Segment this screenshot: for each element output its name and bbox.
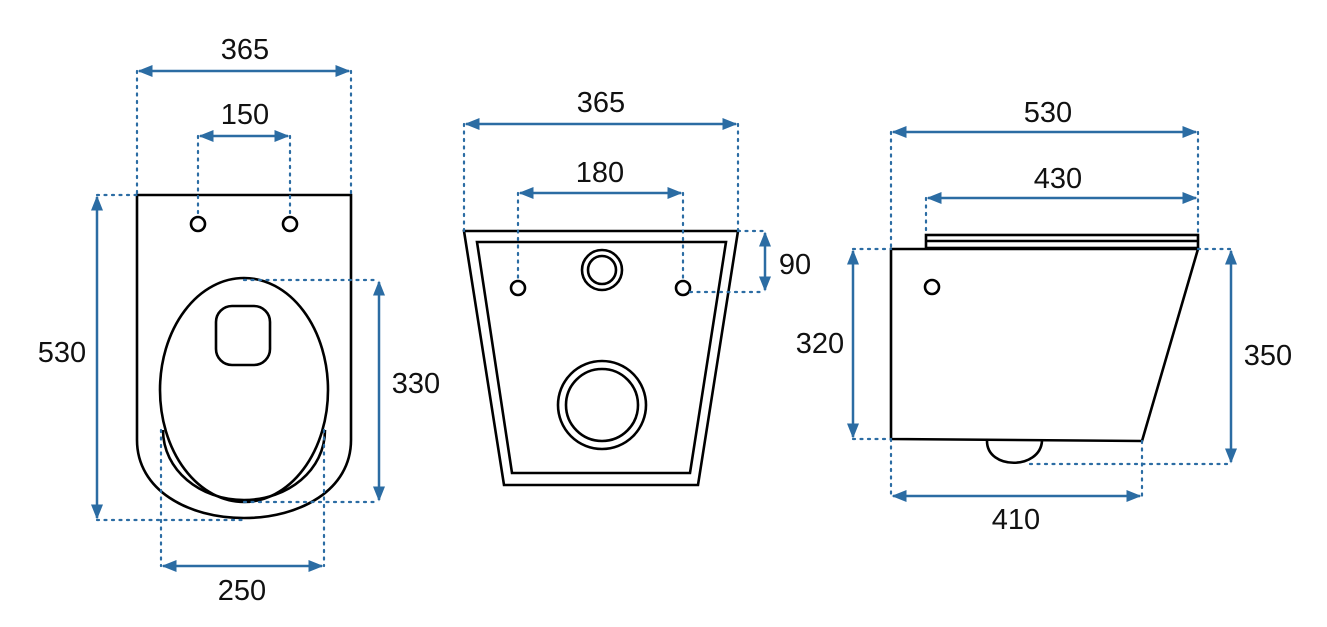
side-view: 530 430 320 350 410 [796,97,1292,536]
seat-outline [158,276,330,504]
dimension-label: 350 [1244,340,1292,372]
dimension-label: 530 [1024,97,1072,129]
dimension-label: 365 [221,34,269,66]
dimension-label: 330 [392,368,440,400]
mounting-hole [509,279,527,297]
mounting-hole [674,279,692,297]
drain-outlet [556,359,648,451]
back-inner-outline [475,240,728,475]
dimension-label: 250 [218,575,266,607]
side-body-outline [889,247,1200,443]
back-outer-outline [462,229,740,487]
flush-opening [214,304,272,367]
dimension-label: 320 [796,328,844,360]
bowl-outline [135,193,353,520]
mounting-hole [923,278,941,296]
dimension-label: 180 [576,157,624,189]
mounting-hole [281,215,299,233]
dimension-label: 365 [577,87,625,119]
water-inlet [580,248,624,292]
dimension-label: 90 [779,249,811,281]
top-view: 365 150 530 330 250 [38,34,440,607]
dimension-label: 530 [38,337,86,369]
back-view: 365 180 90 [462,87,811,487]
dimension-label: 430 [1034,163,1082,195]
dimension-label: 150 [221,99,269,131]
mounting-hole [189,215,207,233]
seat-inner [161,429,327,502]
dimension-label: 410 [992,504,1040,536]
drain-profile [985,440,1044,464]
